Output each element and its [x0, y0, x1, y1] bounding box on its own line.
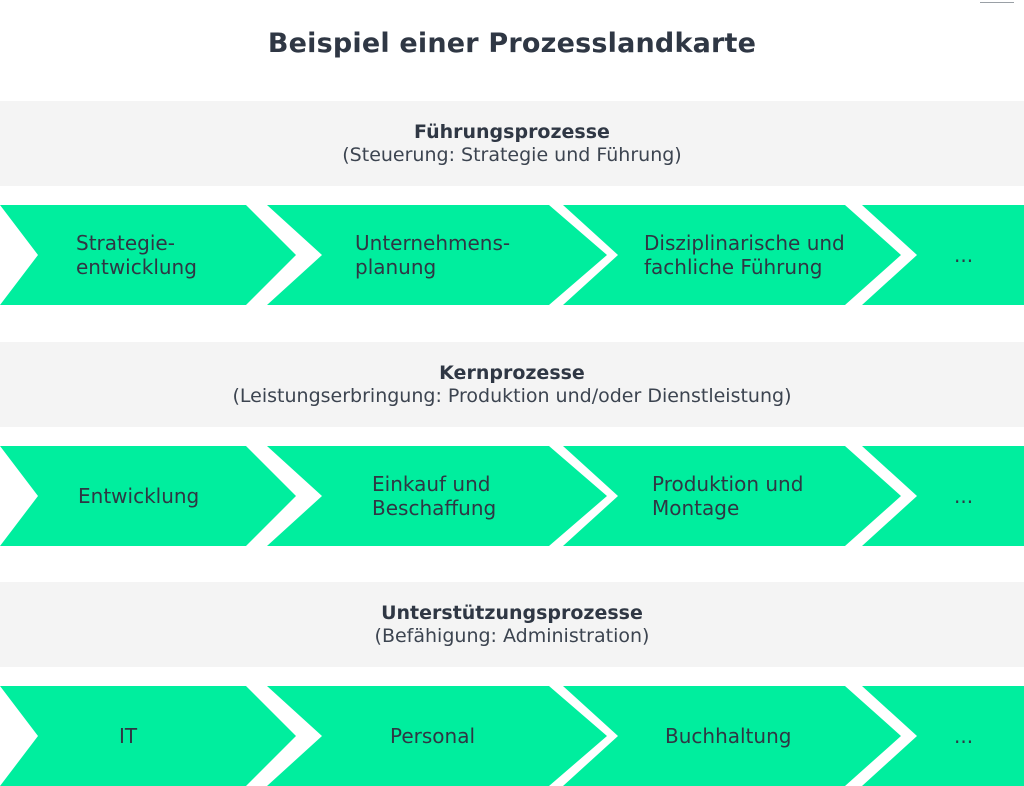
process-step-label: ...: [954, 484, 974, 508]
process-step-label: Einkauf und Beschaffung: [372, 472, 497, 520]
process-step-fuehrung: Disziplinarische und fachliche Führung: [563, 205, 901, 305]
process-step-buchhaltung: Buchhaltung: [563, 686, 901, 786]
process-step-label: IT: [119, 724, 138, 748]
process-step-label: Disziplinarische und fachliche Führung: [644, 231, 845, 279]
process-step-produktion: Produktion und Montage: [563, 446, 901, 546]
process-row-fuehrung: Strategie- entwicklung Unternehmens- pla…: [0, 205, 1024, 305]
process-step-label: Produktion und Montage: [652, 472, 804, 520]
process-step-einkauf: Einkauf und Beschaffung: [267, 446, 607, 546]
band-title: Führungsprozesse: [414, 120, 610, 143]
process-step-unternehmensplanung: Unternehmens- planung: [267, 205, 607, 305]
process-row-kern: Entwicklung Einkauf und Beschaffung Prod…: [0, 446, 1024, 546]
process-step-label: Personal: [390, 724, 476, 748]
process-step-personal: Personal: [267, 686, 607, 786]
process-step-label: ...: [954, 243, 974, 267]
band-title: Unterstützungsprozesse: [381, 601, 643, 624]
process-row-unterstuetzung: IT Personal Buchhaltung ...: [0, 686, 1024, 786]
band-subtitle: (Steuerung: Strategie und Führung): [342, 143, 682, 166]
band-title: Kernprozesse: [439, 361, 585, 384]
process-step-label: Strategie- entwicklung: [76, 231, 197, 279]
process-step-label: Buchhaltung: [665, 724, 792, 748]
diagram-title: Beispiel einer Prozesslandkarte: [267, 28, 757, 59]
process-step-label: ...: [954, 724, 974, 748]
corner-decoration: [980, 0, 1014, 3]
band-fuehrungsprozesse: Führungsprozesse (Steuerung: Strategie u…: [0, 101, 1024, 186]
band-subtitle: (Befähigung: Administration): [374, 624, 650, 647]
process-step-label: Unternehmens- planung: [355, 231, 511, 279]
process-step-it: IT: [0, 686, 296, 786]
band-subtitle: (Leistungserbringung: Produktion und/ode…: [232, 384, 792, 407]
band-unterstuetzungsprozesse: Unterstützungsprozesse (Befähigung: Admi…: [0, 582, 1024, 667]
process-step-label: Entwicklung: [78, 484, 200, 508]
process-step-strategieentwicklung: Strategie- entwicklung: [0, 205, 296, 305]
band-kernprozesse: Kernprozesse (Leistungserbringung: Produ…: [0, 342, 1024, 427]
process-step-entwicklung: Entwicklung: [0, 446, 296, 546]
